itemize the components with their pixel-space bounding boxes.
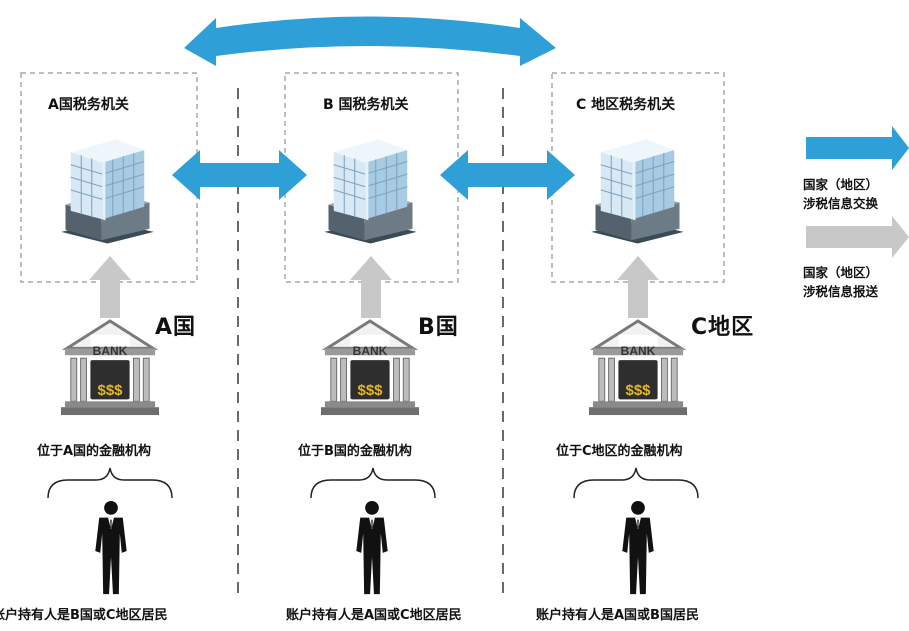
vault-label-a: $$$	[97, 382, 123, 399]
double-arrow-icon-a-b	[172, 150, 307, 200]
up-arrow-icon-c	[617, 256, 659, 318]
person-icon-c	[622, 500, 654, 595]
bank-label-b: BANK	[353, 344, 388, 358]
holder-label-b: 账户持有人是A国或C地区居民	[286, 608, 462, 623]
building-icon-c	[590, 138, 685, 244]
banks: BANK $$$ BANK $$$ BANK $$$	[61, 319, 687, 417]
authority-title-a: A国税务机关	[48, 97, 129, 113]
legend-report-line1: 国家（地区）	[803, 265, 879, 280]
authority-title-b: B 国税务机关	[323, 97, 409, 113]
region-label-a: A国	[155, 315, 197, 340]
brace-icon-b	[310, 467, 436, 499]
building-icon-a	[60, 138, 155, 244]
region-label-c: C地区	[691, 315, 755, 340]
bank-icon-a: BANK $$$	[61, 319, 159, 417]
legend-report-text: 国家（地区） 涉税信息报送	[803, 263, 878, 301]
legend-report-line2: 涉税信息报送	[803, 284, 879, 299]
building-icon-b	[323, 138, 418, 244]
tax-authority-buildings	[60, 138, 685, 244]
account-holders	[95, 500, 654, 595]
double-arrow-icon-b-c	[440, 150, 575, 200]
institution-label-a: 位于A国的金融机构	[37, 444, 152, 459]
legend-exchange-arrow-icon	[806, 126, 909, 170]
arch-double-arrow-icon	[184, 16, 556, 66]
holder-label-c: 账户持有人是A国或B国居民	[536, 608, 699, 623]
legend-graphics	[806, 126, 909, 258]
brace-icon-a	[47, 467, 173, 499]
region-label-b: B国	[418, 315, 459, 340]
bank-icon-c: BANK $$$	[589, 319, 687, 417]
bank-label-c: BANK	[621, 344, 656, 358]
vault-label-c: $$$	[625, 382, 651, 399]
report-arrows	[89, 256, 659, 318]
up-arrow-icon-b	[350, 256, 392, 318]
institution-label-b: 位于B国的金融机构	[298, 444, 412, 459]
brace-icon-c	[573, 467, 699, 499]
vault-label-b: $$$	[357, 382, 383, 399]
legend-exchange-line2: 涉税信息交换	[803, 196, 879, 211]
legend-exchange-text: 国家（地区） 涉税信息交换	[803, 175, 878, 213]
bank-icon-b: BANK $$$	[321, 319, 419, 417]
person-icon-b	[356, 500, 388, 595]
bank-label-a: BANK	[93, 344, 128, 358]
holder-label-a: 账户持有人是B国或C地区居民	[0, 608, 168, 623]
institution-label-c: 位于C地区的金融机构	[556, 444, 683, 459]
person-icon-a	[95, 500, 127, 595]
braces	[47, 467, 699, 499]
authority-title-c: C 地区税务机关	[576, 97, 676, 113]
legend-exchange-line1: 国家（地区）	[803, 177, 879, 192]
exchange-arrows	[172, 16, 575, 200]
legend-report-arrow-icon	[806, 216, 909, 258]
up-arrow-icon-a	[89, 256, 131, 318]
